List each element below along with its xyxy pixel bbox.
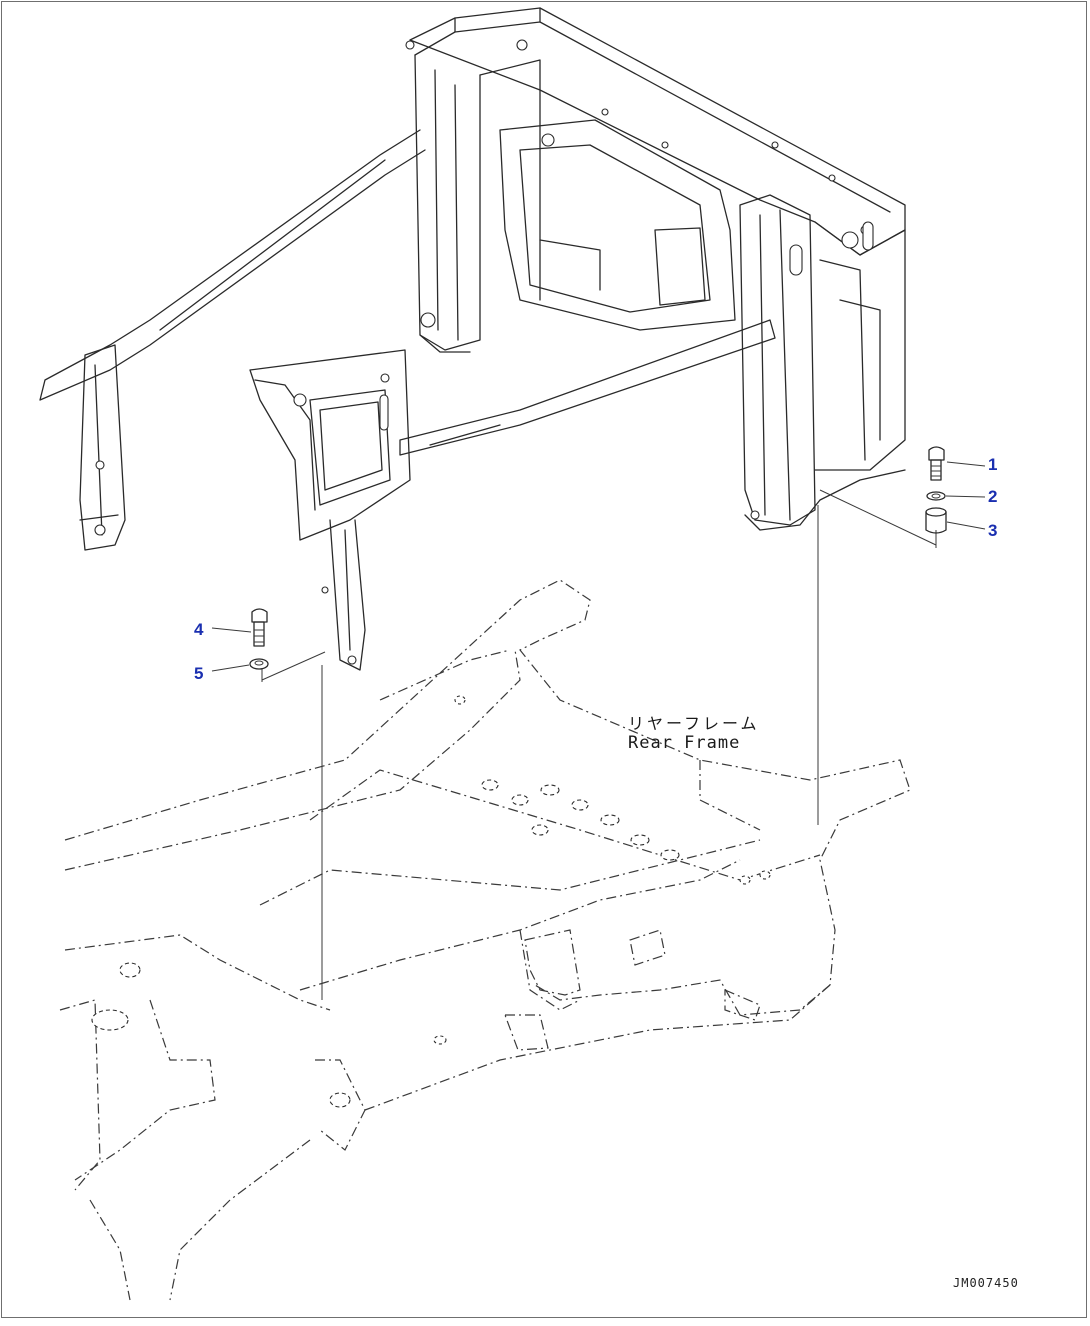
rear-frame-label-en: Rear Frame (628, 733, 741, 753)
washer-5-part (211, 658, 269, 672)
callout-3[interactable]: 3 (988, 521, 998, 540)
callout-1[interactable]: 1 (988, 455, 998, 474)
bolt-4-part (211, 608, 268, 647)
mounting-bracket (249, 349, 411, 671)
drawing-id: JM007450 (953, 1276, 1019, 1290)
washer-2-part (926, 491, 986, 501)
upper-frame (39, 7, 906, 551)
rear-frame (59, 579, 911, 1301)
rear-frame-label-jp: リヤーフレーム (628, 714, 760, 733)
callout-5[interactable]: 5 (194, 664, 204, 683)
bolt-1-part (928, 446, 986, 481)
spacer-3-part (925, 507, 986, 534)
alignment-lines (261, 489, 937, 1000)
callout-4[interactable]: 4 (194, 620, 204, 639)
callout-2[interactable]: 2 (988, 487, 998, 506)
